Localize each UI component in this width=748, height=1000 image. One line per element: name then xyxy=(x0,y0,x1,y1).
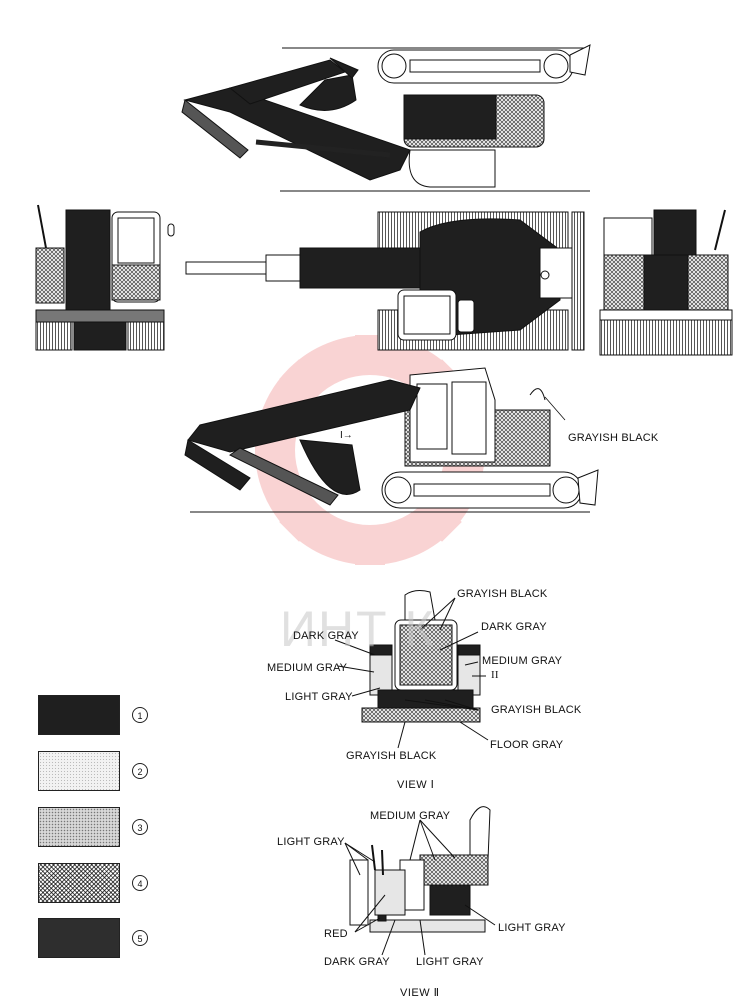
label-view1-arrow-ii: II xyxy=(491,669,499,681)
rear-view xyxy=(599,209,733,356)
watermark-text: ИНТ К xyxy=(280,601,436,657)
label-view1-medium-gray-left: MEDIUM GRAY xyxy=(267,662,348,674)
label-view1-dark-gray-right: DARK GRAY xyxy=(481,621,547,633)
legend-swatch-1 xyxy=(38,695,120,735)
view1-title: VIEW Ⅰ xyxy=(397,779,435,791)
label-view2-light-gray-bottom: LIGHT GRAY xyxy=(416,956,484,968)
legend-number-2: 2 xyxy=(132,763,148,779)
legend-swatch-3 xyxy=(38,807,120,847)
label-view1-grayish-black-top: GRAYISH BLACK xyxy=(457,588,548,600)
top-side-view xyxy=(181,44,591,192)
label-view2-light-gray-left: LIGHT GRAY xyxy=(277,836,345,848)
legend-number-4: 4 xyxy=(132,875,148,891)
legend-swatch-5 xyxy=(38,918,120,958)
label-view1-light-gray: LIGHT GRAY xyxy=(285,691,353,703)
label-view2-red: RED xyxy=(324,928,348,940)
label-view1-dark-gray-left: DARK GRAY xyxy=(293,630,359,642)
view2-title: VIEW Ⅱ xyxy=(400,987,440,999)
label-view1-medium-gray-right: MEDIUM GRAY xyxy=(482,655,563,667)
main-side-view: I→ xyxy=(184,367,599,513)
front-view xyxy=(35,204,175,351)
legend-number-5: 5 xyxy=(132,930,148,946)
legend-swatch-2 xyxy=(38,751,120,791)
label-view2-medium-gray: MEDIUM GRAY xyxy=(370,810,451,822)
label-view1-grayish-black-bottom: GRAYISH BLACK xyxy=(346,750,437,762)
label-view1-grayish-black-right: GRAYISH BLACK xyxy=(491,704,582,716)
view2-drawing xyxy=(344,806,496,956)
legend-number-1: 1 xyxy=(132,707,148,723)
label-view1-floor-gray: FLOOR GRAY xyxy=(490,739,564,751)
label-view2-dark-gray: DARK GRAY xyxy=(324,956,390,968)
marker-i: I→ xyxy=(340,430,353,441)
label-view2-light-gray-right: LIGHT GRAY xyxy=(498,922,566,934)
plan-view xyxy=(185,211,585,351)
legend-swatch-4 xyxy=(38,863,120,903)
legend-number-3: 3 xyxy=(132,819,148,835)
view1-drawing xyxy=(334,590,489,749)
label-side-grayish-black: GRAYISH BLACK xyxy=(568,432,659,444)
